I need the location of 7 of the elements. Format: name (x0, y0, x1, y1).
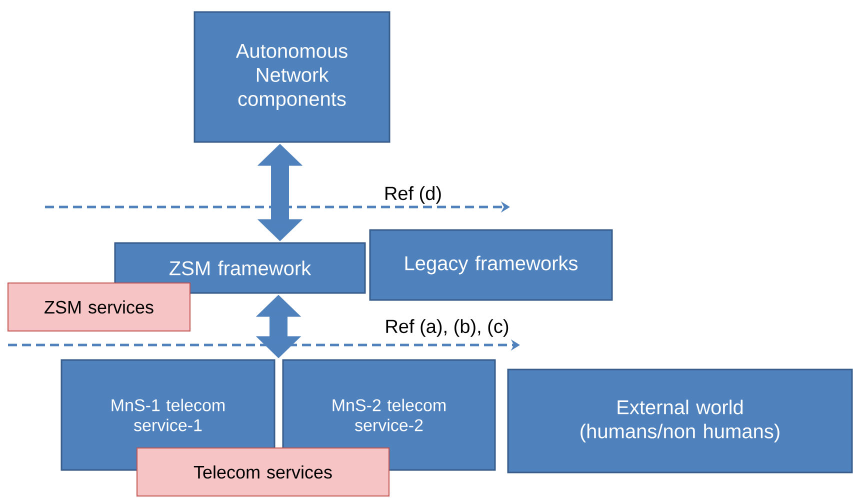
reference-label: Ref (d) (382, 185, 444, 205)
external-world-box: External world (humans/non humans) (507, 368, 853, 474)
component-box: Autonomous Network components (194, 11, 390, 143)
service-callout: ZSM services (8, 282, 190, 332)
service-callout: Telecom services (136, 448, 390, 496)
framework-box: Legacy frameworks (369, 229, 613, 301)
reference-label: Ref (a), (b), (c) (384, 318, 510, 338)
